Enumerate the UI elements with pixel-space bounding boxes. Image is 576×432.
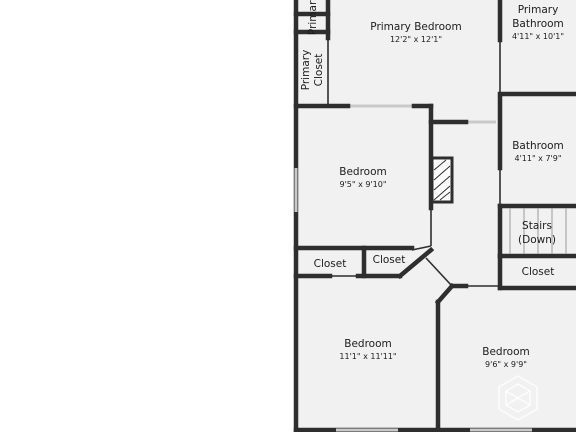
bedroom-1-label: Bedroom — [339, 166, 387, 178]
bedroom-2-label: Bedroom — [344, 338, 392, 350]
primary-bedroom-label: Primary Bedroom — [370, 21, 461, 33]
bedroom-3-size: 9'6" x 9'9" — [485, 360, 527, 369]
closet-mid-label: Closet — [373, 254, 406, 266]
room-labels: Primary Cl Primary Bedroom 12'2" x 12'1"… — [300, 0, 564, 369]
bathroom-label: Bathroom — [512, 140, 564, 152]
primary-bedroom-size: 12'2" x 12'1" — [390, 35, 442, 44]
hatched-chimney-icon — [430, 156, 454, 204]
primary-closet-top-label: Primary Cl — [307, 0, 319, 35]
closet-left-label: Closet — [314, 258, 347, 270]
bedroom-3-label: Bedroom — [482, 346, 530, 358]
bedroom-1-size: 9'5" x 9'10" — [339, 180, 386, 189]
primary-closet-label-2: Closet — [313, 54, 325, 87]
primary-bathroom-size: 4'11" x 10'1" — [512, 32, 564, 41]
closet-right-label: Closet — [522, 266, 555, 278]
bathroom-size: 4'11" x 7'9" — [514, 154, 561, 163]
primary-closet-label-1: Primary — [300, 50, 312, 91]
stairs-label-2: (Down) — [518, 234, 556, 246]
logo-watermark-icon — [498, 375, 538, 421]
stairs-label-1: Stairs — [522, 220, 552, 232]
windows — [294, 104, 532, 432]
stair-treads — [509, 208, 567, 254]
interior-walls — [293, 0, 576, 432]
bedroom-2-size: 11'1" x 11'11" — [339, 352, 396, 361]
primary-bathroom-label-1: Primary — [518, 4, 559, 16]
primary-bathroom-label-2: Bathroom — [512, 18, 564, 30]
